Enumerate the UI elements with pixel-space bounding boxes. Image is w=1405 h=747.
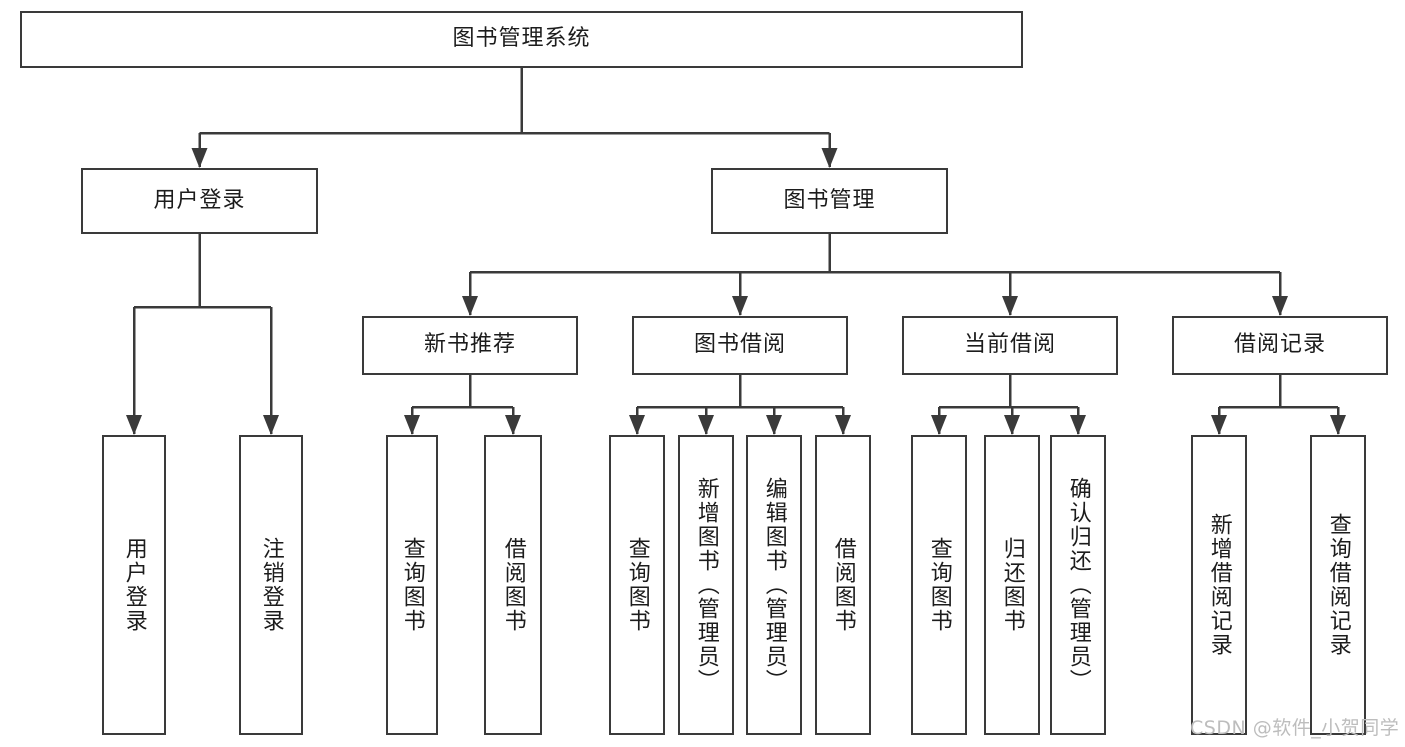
node-label: 新书推荐 [423, 332, 516, 358]
node-label: 图书管理 [783, 187, 876, 213]
node-label: 编辑图书（管理员） [761, 477, 787, 693]
node-root[interactable]: 图书管理系统 [20, 11, 1023, 68]
node-label: 查询图书 [926, 537, 952, 633]
node-leaf-bb-add[interactable]: 新增图书（管理员） [678, 435, 734, 735]
node-label: 图书管理系统 [452, 26, 591, 52]
node-book-borrow[interactable]: 图书借阅 [632, 316, 848, 375]
node-leaf-cb-return[interactable]: 归还图书 [984, 435, 1040, 735]
node-leaf-cb-confirm[interactable]: 确认归还（管理员） [1050, 435, 1106, 735]
node-label: 借阅图书 [500, 537, 526, 633]
node-leaf-bb-edit[interactable]: 编辑图书（管理员） [746, 435, 802, 735]
node-label: 确认归还（管理员） [1065, 477, 1091, 693]
node-leaf-br-add[interactable]: 新增借阅记录 [1191, 435, 1247, 735]
node-label: 当前借阅 [963, 332, 1056, 358]
node-leaf-bb-query[interactable]: 查询图书 [609, 435, 665, 735]
node-new-book-rec[interactable]: 新书推荐 [362, 316, 578, 375]
node-current-borrow[interactable]: 当前借阅 [902, 316, 1118, 375]
node-label: 图书借阅 [693, 332, 786, 358]
node-label: 归还图书 [999, 537, 1025, 633]
node-label: 用户登录 [121, 537, 147, 633]
node-label: 用户登录 [153, 187, 246, 213]
node-leaf-logout[interactable]: 注销登录 [239, 435, 303, 735]
node-label: 借阅图书 [830, 537, 856, 633]
watermark: CSDN @软件_小贺同学 [1190, 717, 1400, 739]
node-leaf-br-query[interactable]: 查询借阅记录 [1310, 435, 1366, 735]
node-label: 查询图书 [399, 537, 425, 633]
node-leaf-user-login[interactable]: 用户登录 [102, 435, 166, 735]
node-leaf-cb-query[interactable]: 查询图书 [911, 435, 967, 735]
node-leaf-rec-query[interactable]: 查询图书 [386, 435, 438, 735]
node-label: 查询图书 [624, 537, 650, 633]
node-label: 新增借阅记录 [1206, 513, 1232, 657]
node-user-login[interactable]: 用户登录 [81, 168, 318, 234]
node-leaf-bb-borrow[interactable]: 借阅图书 [815, 435, 871, 735]
node-label: 借阅记录 [1233, 332, 1326, 358]
node-borrow-record[interactable]: 借阅记录 [1172, 316, 1388, 375]
node-book-manage[interactable]: 图书管理 [711, 168, 948, 234]
node-leaf-rec-borrow[interactable]: 借阅图书 [484, 435, 542, 735]
node-label: 查询借阅记录 [1325, 513, 1351, 657]
node-label: 注销登录 [258, 537, 284, 633]
node-label: 新增图书（管理员） [693, 477, 719, 693]
